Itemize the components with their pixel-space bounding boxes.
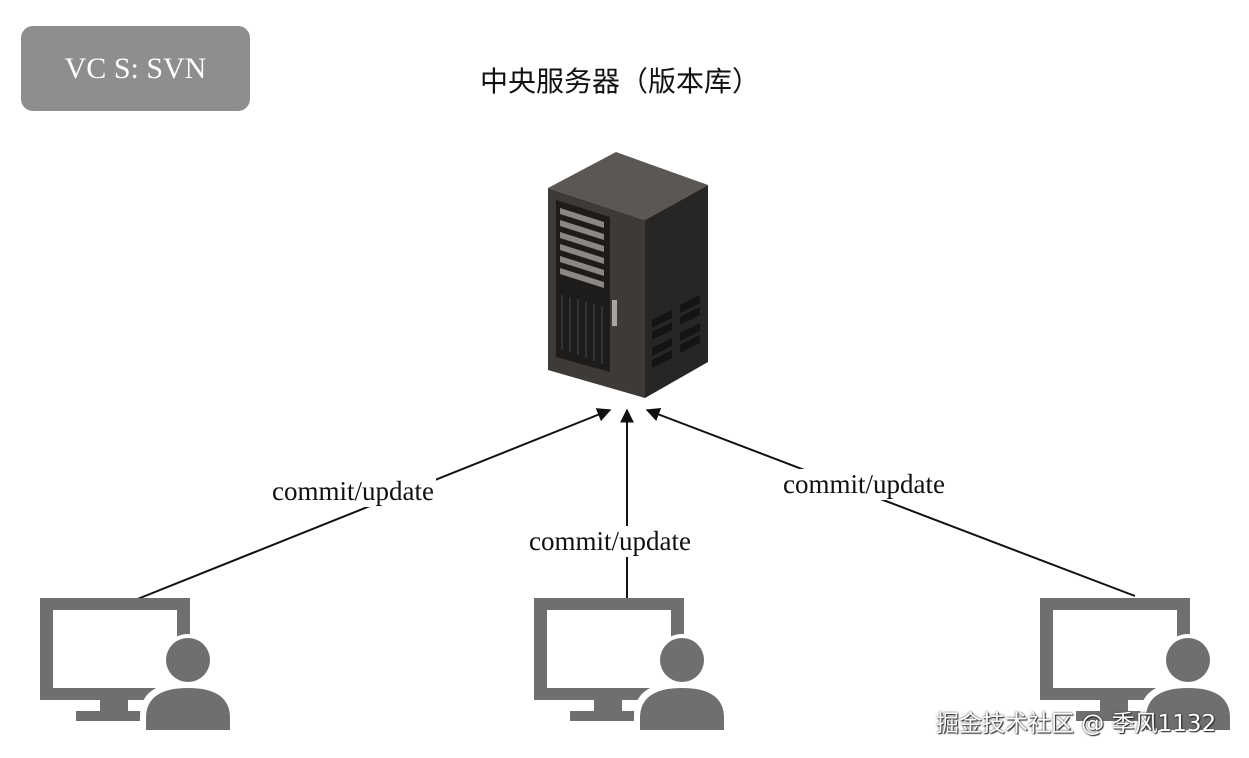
edge-label-right: commit/update	[781, 469, 947, 500]
client-computer-icon-middle	[534, 598, 730, 730]
edge-label-middle: commit/update	[527, 526, 693, 557]
watermark: 掘金技术社区 @ 季风1132	[936, 711, 1217, 737]
vcs-badge: VC S: SVN	[21, 26, 250, 111]
client-computer-icon-left	[40, 598, 236, 730]
edge-label-left: commit/update	[270, 476, 436, 507]
server-title: 中央服务器（版本库）	[479, 65, 760, 98]
edge-arrow-right	[645, 407, 1136, 597]
server-rack-icon	[548, 152, 708, 398]
